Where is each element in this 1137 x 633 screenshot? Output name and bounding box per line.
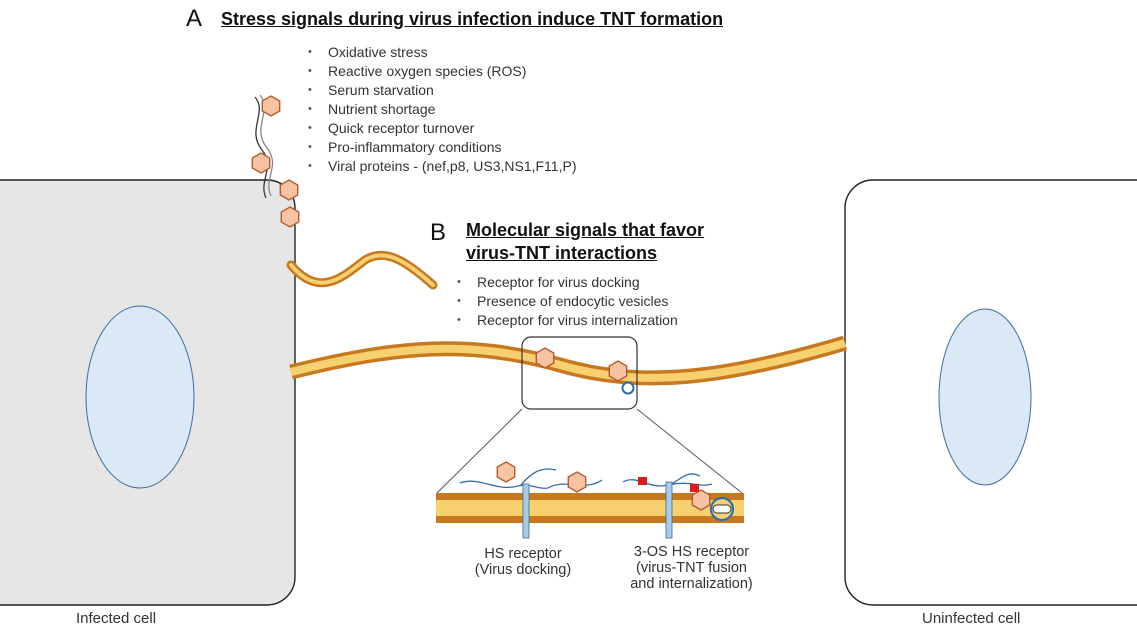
list-item: Receptor for virus docking: [455, 273, 678, 292]
stress-signal-list: Oxidative stressReactive oxygen species …: [306, 43, 576, 176]
forming-tnt: [286, 250, 438, 290]
virion: [279, 179, 299, 201]
list-item: Viral proteins - (nef,p8, US3,NS1,F11,P): [306, 157, 576, 176]
zoom-box: [521, 336, 638, 410]
panel-b-title-line2: virus-TNT interactions: [466, 243, 658, 263]
main-tnt: [289, 335, 848, 386]
panel-a-title: Stress signals during virus infection in…: [221, 9, 724, 29]
3os-receptor-label-line1: 3-OS HS receptor: [633, 544, 750, 560]
hs-receptor-label: HS receptor (Virus docking): [448, 546, 598, 578]
hs-receptor-label-line2: (Virus docking): [474, 562, 572, 578]
infected-nucleus: [85, 305, 195, 489]
virion: [535, 347, 555, 369]
internalizing-vesicle: [709, 496, 735, 522]
virion: [691, 489, 711, 511]
hs-receptor: [522, 483, 530, 539]
endocytic-vesicle: [621, 381, 635, 395]
magnified-tnt: [436, 493, 744, 523]
virion: [567, 471, 587, 493]
sulfation-marker: [638, 477, 647, 485]
list-item: Serum starvation: [306, 81, 576, 100]
3os-receptor-label: 3-OS HS receptor (virus-TNT fusion and i…: [604, 544, 779, 592]
list-item: Receptor for virus internalization: [455, 311, 678, 330]
3os-hs-receptor: [665, 481, 673, 539]
uninfected-nucleus: [938, 308, 1032, 486]
virion: [251, 152, 271, 174]
virion: [261, 95, 281, 117]
list-item: Quick receptor turnover: [306, 119, 576, 138]
panel-b-letter: B: [430, 219, 447, 246]
panel-a-letter: A: [186, 5, 203, 32]
list-item: Nutrient shortage: [306, 100, 576, 119]
list-item: Reactive oxygen species (ROS): [306, 62, 576, 81]
3os-receptor-label-line3: and internalization): [630, 576, 753, 592]
3os-receptor-label-line2: (virus-TNT fusion: [636, 560, 747, 576]
panel-b-title-line1: Molecular signals that favor: [466, 220, 705, 240]
molecular-signal-list: Receptor for virus dockingPresence of en…: [455, 273, 678, 330]
list-item: Oxidative stress: [306, 43, 576, 62]
virion: [280, 206, 300, 228]
list-item: Pro-inflammatory conditions: [306, 138, 576, 157]
virion: [496, 461, 516, 483]
infected-cell-label: Infected cell: [76, 610, 157, 627]
uninfected-cell-label: Uninfected cell: [922, 610, 1021, 627]
virion: [608, 360, 628, 382]
hs-receptor-label-line1: HS receptor: [484, 546, 562, 562]
list-item: Presence of endocytic vesicles: [455, 292, 678, 311]
sulfation-marker: [690, 484, 699, 492]
